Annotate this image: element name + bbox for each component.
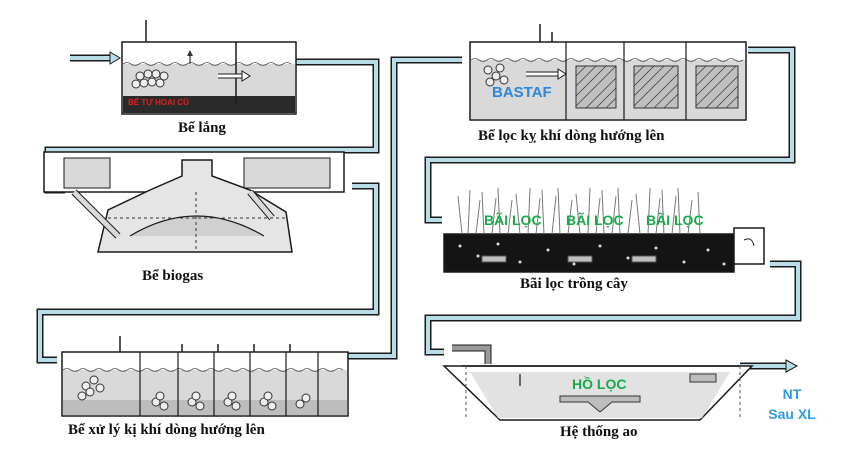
planted-filter-bed [443, 187, 765, 273]
bastaf-label: BASTAF [492, 84, 552, 101]
anaerobic-upflow-tank-label: Bể xử lý kị khí dòng hướng lên [68, 422, 265, 438]
planted-bed-1-label: BÃI LỌC [484, 212, 542, 228]
pipe-network [36, 46, 802, 373]
pond-system [442, 344, 754, 421]
pond-system-label: Hệ thống ao [560, 424, 638, 440]
outlet-line-2: Sau XL [768, 406, 816, 422]
settling-tank-label: Bể lắng [178, 120, 226, 136]
planted-bed-3-label: BÃI LỌC [646, 212, 704, 228]
biogas-tank-label: Bể biogas [142, 268, 204, 284]
filter-media-balls [483, 63, 509, 87]
pipe-filter-to-planted [424, 46, 796, 224]
biogas-digester [43, 151, 345, 253]
reed-plants [457, 187, 701, 235]
anaerobic-upflow-tank [61, 336, 349, 417]
filter-pond-label: HỒ LỌC [572, 376, 627, 392]
filter-media-hatch [575, 65, 739, 109]
anaerobic-filter-tank [469, 24, 747, 121]
old-septic-tank-label: BỂ TỰ HOẠI CŨ [128, 98, 189, 107]
upflow-media-balls [77, 375, 311, 411]
settling-media-balls [131, 69, 169, 89]
pipe-upflow-to-filter [348, 56, 462, 360]
planted-filter-label: Bãi lọc trồng cây [520, 276, 628, 292]
inlet-arrow [70, 51, 121, 65]
planted-bed-2-label: BÃI LỌC [566, 212, 624, 228]
treated-water-outlet: NT Sau XL [762, 384, 822, 424]
outlet-line-1: NT [782, 386, 802, 402]
anaerobic-filter-tank-label: Bể lọc kỵ khí dòng hướng lên [478, 128, 665, 144]
settling-tank [121, 20, 297, 115]
pipe-biogas-to-upflow [36, 182, 380, 364]
pipe-planted-to-pond [424, 260, 802, 356]
